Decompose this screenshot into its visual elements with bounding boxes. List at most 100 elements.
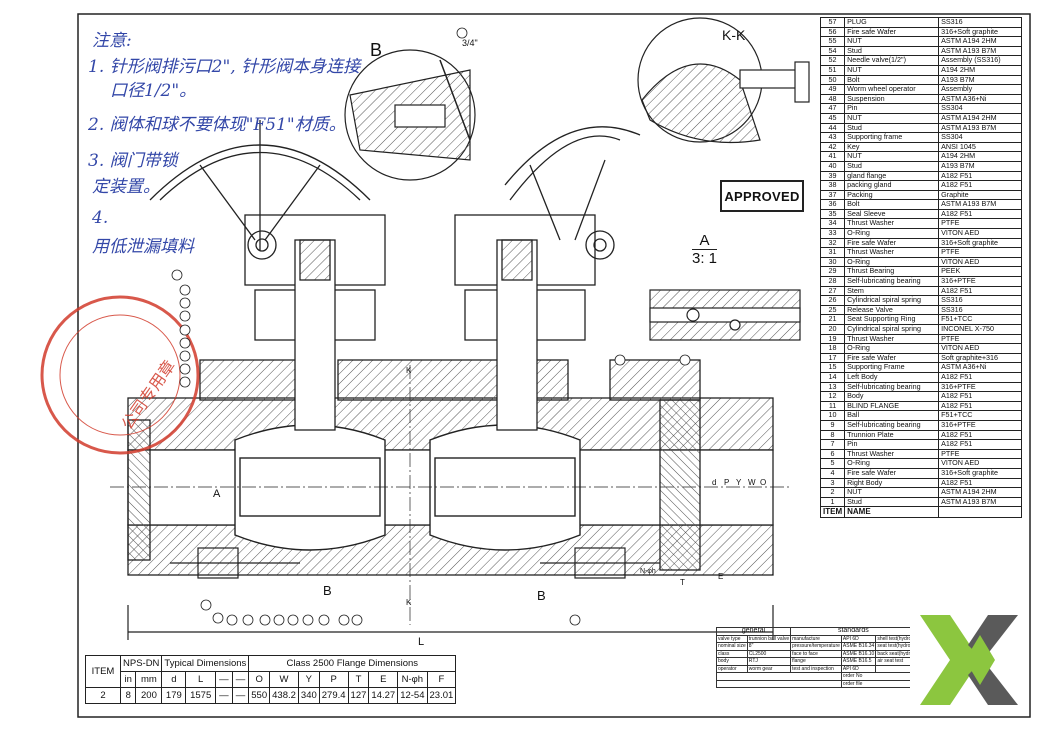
dims-value-cell: — xyxy=(231,687,250,704)
bom-cell: 316+PTFE xyxy=(938,381,1022,393)
dim-e-label: E xyxy=(718,572,724,581)
flanges xyxy=(127,399,701,571)
bom-cell: 35 xyxy=(819,208,846,220)
standards-cell: 8" xyxy=(746,642,792,651)
bom-cell: 33 xyxy=(819,228,846,239)
company-seal-stamp: 公司专用章 xyxy=(40,295,200,455)
dims-value-cell: 23.01 xyxy=(426,687,457,704)
standards-cell: manufacture xyxy=(790,634,842,643)
bom-cell: O-Ring xyxy=(844,458,940,469)
bom-cell: Pin xyxy=(844,103,940,114)
dims-sub-header: — xyxy=(231,671,250,688)
standards-cell: class xyxy=(716,649,748,658)
dims-sub-header: N-φh xyxy=(397,671,428,688)
bom-cell: ASTM A193 B7M xyxy=(938,199,1022,210)
bom-cell: 12 xyxy=(819,391,846,402)
detail-a-label: A xyxy=(692,232,718,250)
bom-cell: 316+Soft graphite xyxy=(938,26,1022,38)
bom-cell: 34 xyxy=(819,218,846,230)
bom-cell: 6 xyxy=(819,448,846,460)
bom-cell: Release Valve xyxy=(844,304,940,316)
bom-header-cell xyxy=(938,506,1022,519)
dims-value-cell: 127 xyxy=(347,687,370,704)
bom-cell: 39 xyxy=(819,170,846,182)
bom-cell: Body xyxy=(844,391,940,402)
standards-cell: flange xyxy=(790,657,842,666)
bom-cell: 3 xyxy=(819,477,846,489)
bom-cell: 316+PTFE xyxy=(938,419,1022,431)
bom-cell: PTFE xyxy=(938,247,1022,258)
bom-header-cell: ITEM xyxy=(819,506,846,519)
bom-cell: PTFE xyxy=(938,218,1022,230)
bom-cell: Cylindrical spiral spring xyxy=(844,295,940,306)
bom-cell: VITON AED xyxy=(938,458,1022,469)
bom-header-cell: NAME xyxy=(844,506,940,519)
bom-cell: A194 2HM xyxy=(938,151,1022,162)
bom-cell: A182 F51 xyxy=(938,477,1022,489)
dims-sub-header: in xyxy=(119,671,137,688)
bom-cell: Seat Supporting Ring xyxy=(844,314,940,325)
k-top-mark: K xyxy=(406,366,412,375)
bom-cell: SS316 xyxy=(938,304,1022,316)
bom-cell: NUT xyxy=(844,36,940,47)
bom-cell: 316+PTFE xyxy=(938,276,1022,287)
bom-cell: ANSI 1045 xyxy=(938,141,1022,153)
bom-cell: Fire safe Wafer xyxy=(844,467,940,479)
bom-cell: 26 xyxy=(819,295,846,306)
bom-cell: O-Ring xyxy=(844,343,940,354)
dims-value-cell: 8 xyxy=(119,687,137,704)
bom-cell: PTFE xyxy=(938,448,1022,460)
bom-cell: A193 B7M xyxy=(938,74,1022,86)
dims-value-cell: 550 xyxy=(248,687,271,704)
bom-cell: SS316 xyxy=(938,295,1022,306)
dims-sub-header: W xyxy=(269,671,299,688)
standards-cell: RTJ xyxy=(746,657,792,666)
bom-cell: A182 F51 xyxy=(938,371,1022,383)
bom-cell: Worm wheel operator xyxy=(844,84,940,95)
bom-cell: NUT xyxy=(844,112,940,124)
brand-logo xyxy=(910,605,1028,715)
bom-cell: O-Ring xyxy=(844,228,940,239)
standards-cell: ASME B16.10 xyxy=(840,649,877,658)
dim-letter-w: W xyxy=(748,478,756,487)
bom-cell: Fire safe Wafer xyxy=(844,26,940,38)
bom-cell: 13 xyxy=(819,381,846,393)
bom-cell: NUT xyxy=(844,64,940,76)
bom-cell: Pin xyxy=(844,439,940,450)
bom-cell: 30 xyxy=(819,256,846,268)
logo-mark-icon xyxy=(920,615,1018,705)
bom-cell: 21 xyxy=(819,314,846,325)
bom-cell: Thrust Washer xyxy=(844,247,940,258)
bom-cell: Cylindrical spiral spring xyxy=(844,324,940,335)
bom-cell: Packing xyxy=(844,189,940,201)
bom-cell: Assembly (SS316) xyxy=(938,55,1022,66)
length-l-label: L xyxy=(418,636,425,648)
bom-cell: Bolt xyxy=(844,199,940,210)
bom-cell: A182 F51 xyxy=(938,170,1022,182)
standards-cell: trunnion ball valve xyxy=(746,634,792,643)
